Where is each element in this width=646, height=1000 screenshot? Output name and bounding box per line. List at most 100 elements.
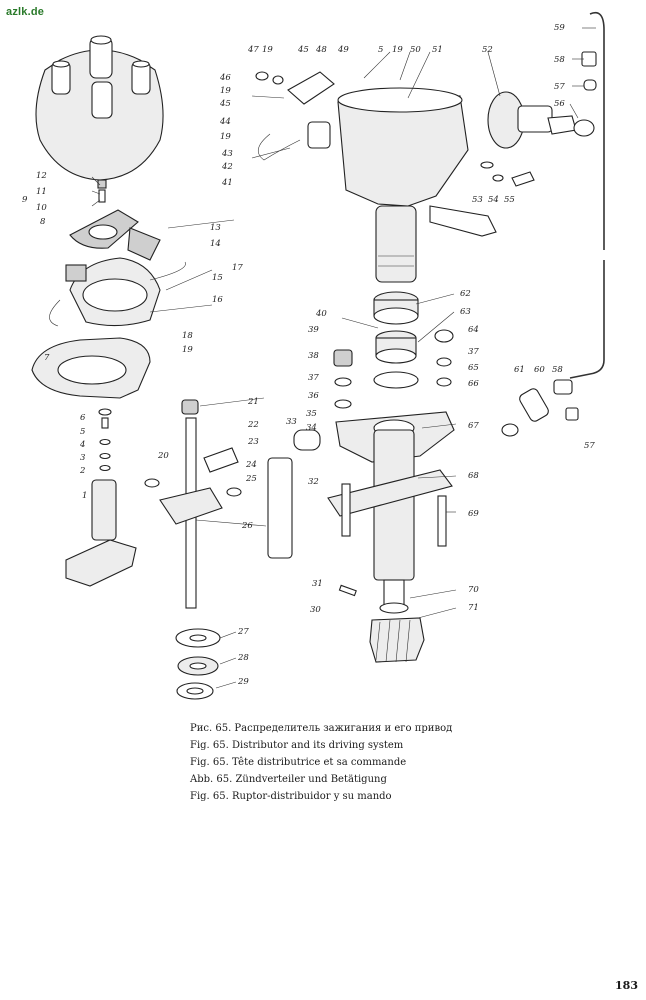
callout-12: 12 — [36, 171, 47, 181]
callout-57: 57 — [554, 82, 565, 92]
callout-7: 7 — [44, 353, 50, 363]
distributor-housing-drawing — [337, 87, 497, 283]
distributor-cap-drawing — [35, 35, 164, 181]
callout-19-b: 19 — [262, 45, 273, 55]
callout-5-b: 5 — [378, 45, 383, 55]
leader-lines — [91, 27, 596, 689]
callout-15: 15 — [212, 273, 223, 283]
callout-26: 26 — [241, 521, 253, 531]
callout-28: 28 — [237, 653, 249, 663]
callout-34: 34 — [306, 423, 317, 433]
figure-captions: Рис. 65. Распределитель зажигания и его … — [190, 720, 452, 805]
callout-48: 48 — [315, 45, 327, 55]
callout-53: 53 — [472, 195, 483, 205]
callout-6: 6 — [80, 413, 86, 423]
callout-64: 64 — [468, 325, 479, 335]
callout-33: 33 — [286, 417, 297, 427]
caption-german: Abb. 65. Zündverteiler und Betätigung — [190, 774, 387, 785]
callout-29: 29 — [237, 677, 249, 687]
watermark: azlk.de — [6, 6, 45, 18]
callout-49: 49 — [337, 45, 349, 55]
callout-30: 30 — [310, 605, 321, 615]
callout-20: 20 — [157, 451, 169, 461]
callout-56: 56 — [554, 99, 565, 109]
callout-69: 69 — [468, 509, 479, 519]
callout-11: 11 — [36, 187, 47, 197]
callout-32: 32 — [308, 477, 319, 487]
callout-23: 23 — [247, 437, 259, 447]
callout-39: 39 — [308, 325, 319, 335]
exploded-diagram: 1 2 3 4 5 6 7 8 9 10 11 12 13 14 15 16 1… — [22, 11, 605, 700]
callout-58: 58 — [554, 55, 565, 65]
callout-63: 63 — [460, 307, 471, 317]
callout-61: 61 — [514, 365, 525, 375]
callout-24: 24 — [245, 460, 257, 470]
callout-70: 70 — [468, 585, 479, 595]
caption-french: Fig. 65. Tête distributrice et sa comman… — [190, 757, 407, 768]
callout-22: 22 — [247, 420, 259, 430]
callout-25: 25 — [245, 474, 257, 484]
vacuum-advance-drawing — [480, 91, 577, 187]
callout-19-d: 19 — [220, 132, 231, 142]
callout-42: 42 — [221, 162, 233, 172]
callout-3: 3 — [80, 453, 85, 463]
callout-60: 60 — [534, 365, 545, 375]
drive-rings-drawing — [333, 291, 454, 409]
callout-40: 40 — [315, 309, 327, 319]
callout-37: 37 — [308, 373, 319, 383]
callout-4: 4 — [79, 440, 85, 450]
callout-10: 10 — [36, 203, 47, 213]
callout-17: 17 — [232, 263, 243, 273]
callout-58-b: 58 — [552, 365, 563, 375]
callout-16: 16 — [212, 295, 223, 305]
callout-47: 47 — [247, 45, 259, 55]
small-top-parts-drawing — [251, 71, 335, 161]
callout-62: 62 — [460, 289, 471, 299]
callout-8: 8 — [40, 217, 46, 227]
caption-english: Fig. 65. Distributor and its driving sys… — [190, 740, 404, 751]
callout-45-b: 45 — [297, 45, 309, 55]
callout-57-b: 57 — [584, 441, 595, 451]
caption-russian: Рис. 65. Распределитель зажигания и его … — [190, 723, 453, 734]
callout-19-c: 19 — [220, 86, 231, 96]
callout-55: 55 — [504, 195, 515, 205]
callout-27: 27 — [237, 627, 249, 637]
callout-2: 2 — [79, 466, 85, 476]
breaker-plate-drawing — [49, 227, 186, 327]
callout-19: 19 — [182, 345, 193, 355]
callout-52: 52 — [482, 45, 493, 55]
callout-51: 51 — [432, 45, 443, 55]
callout-65: 65 — [468, 363, 479, 373]
rotor-drawing — [69, 209, 139, 249]
callout-5: 5 — [80, 427, 85, 437]
callout-13: 13 — [210, 223, 221, 233]
callout-18: 18 — [182, 331, 193, 341]
callout-14: 14 — [210, 239, 221, 249]
callout-46: 46 — [219, 73, 231, 83]
callout-45: 45 — [219, 99, 231, 109]
drive-gear-drawing — [369, 617, 425, 663]
callout-9: 9 — [22, 195, 28, 205]
callout-71: 71 — [468, 603, 479, 613]
callout-59: 59 — [554, 23, 565, 33]
callout-44: 44 — [219, 117, 231, 127]
callout-1: 1 — [82, 491, 87, 501]
callout-67: 67 — [468, 421, 479, 431]
callout-21: 21 — [247, 397, 259, 407]
callout-43: 43 — [221, 149, 233, 159]
callout-41: 41 — [221, 178, 233, 188]
callout-19-a: 19 — [392, 45, 403, 55]
callout-36: 36 — [308, 391, 319, 401]
page-number: 183 — [615, 979, 638, 992]
callout-50: 50 — [410, 45, 421, 55]
callout-66: 66 — [468, 379, 479, 389]
drive-shaft-drawing — [159, 417, 223, 609]
callout-31: 31 — [312, 579, 323, 589]
callout-68: 68 — [468, 471, 479, 481]
centrifugal-base-drawing — [65, 479, 137, 587]
lower-plate-drawing — [31, 337, 151, 399]
callout-37-b: 37 — [468, 347, 479, 357]
callout-54: 54 — [488, 195, 499, 205]
callout-38: 38 — [308, 351, 319, 361]
caption-spanish: Fig. 65. Ruptor-distribuidor y su mando — [190, 791, 392, 802]
